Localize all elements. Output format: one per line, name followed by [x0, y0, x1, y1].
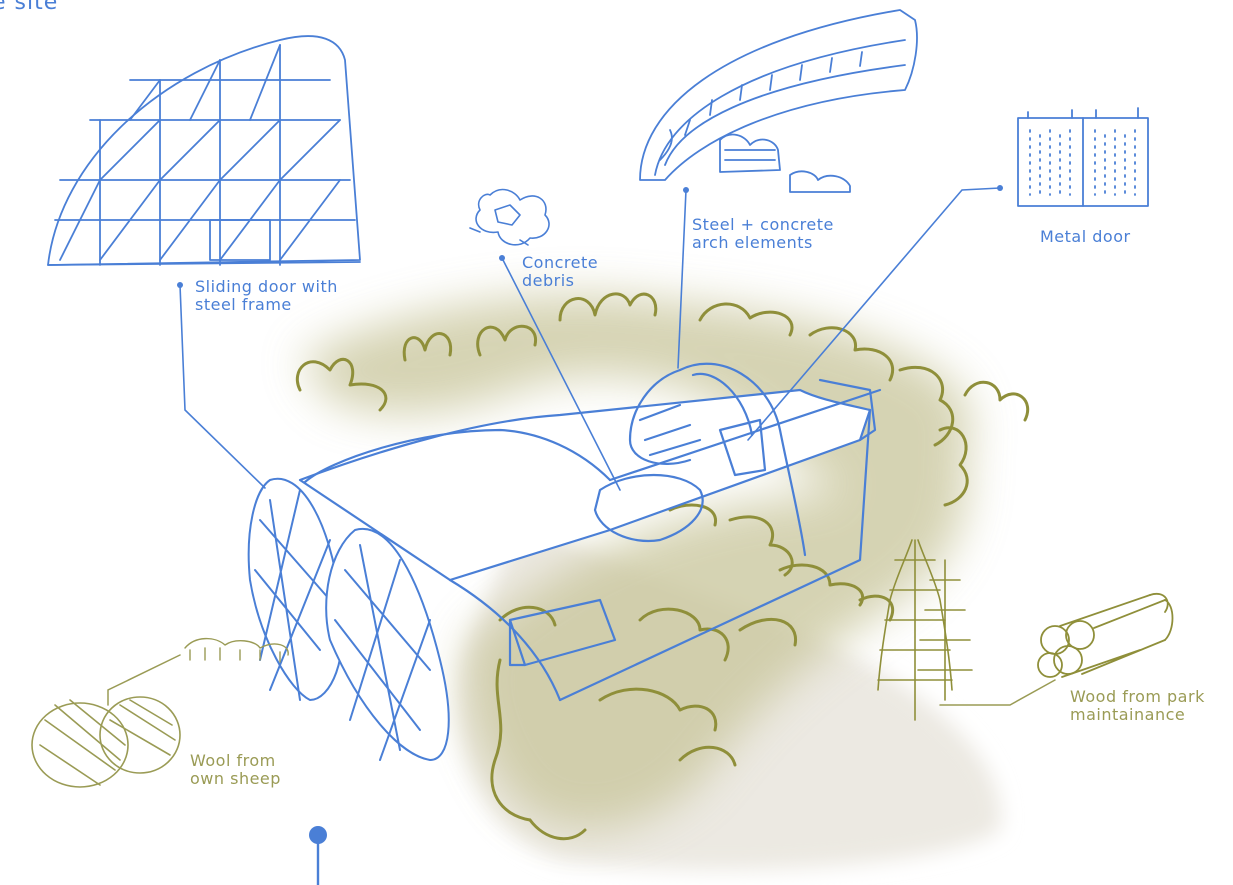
concrete-debris-icon	[470, 190, 549, 245]
metal-door-icon	[1018, 108, 1148, 206]
log-pile-icon	[1038, 594, 1173, 677]
label-line: own sheep	[190, 770, 281, 788]
label-line: Steel + concrete	[692, 216, 834, 234]
label-line: arch elements	[692, 234, 834, 252]
sliding-door-detail	[48, 36, 360, 265]
label-wood: Wood from park maintainance	[1070, 688, 1205, 724]
label-line: steel frame	[195, 296, 338, 314]
label-line: Metal door	[1040, 228, 1131, 246]
label-sliding-door: Sliding door with steel frame	[195, 278, 338, 314]
label-line: Concrete	[522, 254, 598, 272]
label-wool: Wool from own sheep	[190, 752, 281, 788]
label-line: maintainance	[1070, 706, 1205, 724]
label-line: debris	[522, 272, 598, 290]
label-metal-door: Metal door	[1040, 228, 1131, 246]
label-line: Wool from	[190, 752, 281, 770]
label-line: Sliding door with	[195, 278, 338, 296]
arch-elements-icon	[640, 10, 917, 192]
yarn-ball-icon	[32, 697, 180, 787]
label-line: Wood from park	[1070, 688, 1205, 706]
label-concrete-debris: Concrete debris	[522, 254, 598, 290]
label-arch-elements: Steel + concrete arch elements	[692, 216, 834, 252]
